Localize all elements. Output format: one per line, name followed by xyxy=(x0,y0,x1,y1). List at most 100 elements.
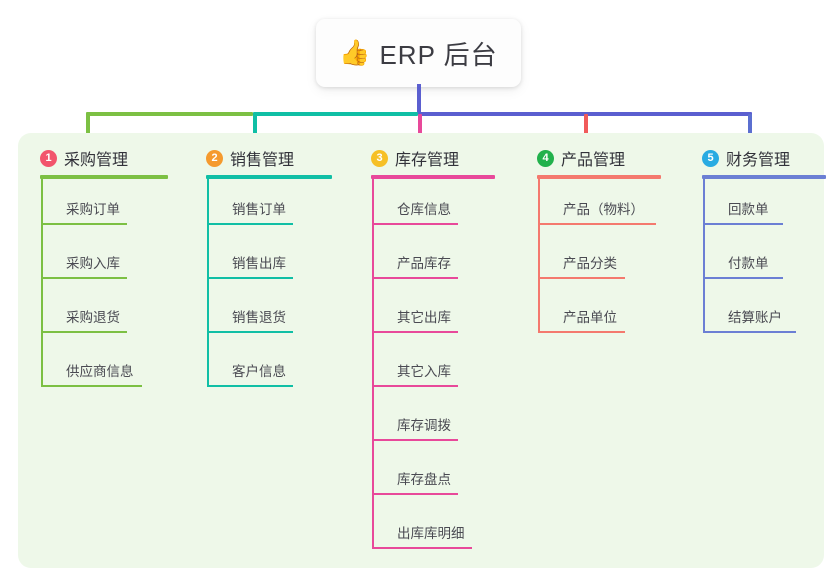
leaf-item[interactable]: 销售出库 xyxy=(206,249,298,279)
leaf-item[interactable]: 产品分类 xyxy=(537,249,630,279)
leaf-item[interactable]: 结算账户 xyxy=(702,303,801,333)
leaf-item[interactable]: 产品单位 xyxy=(537,303,630,333)
leaf-item-underline xyxy=(207,277,293,279)
leaf-item-underline xyxy=(41,331,127,333)
column-header-finance[interactable]: 5 财务管理 xyxy=(702,146,790,170)
leaf-item-label: 客户信息 xyxy=(232,364,286,379)
leaf-item-label: 产品库存 xyxy=(397,256,451,271)
leaf-item[interactable]: 其它入库 xyxy=(371,357,463,387)
leaf-item-underline xyxy=(207,385,293,387)
leaf-item-label: 结算账户 xyxy=(728,310,782,325)
column-badge-finance: 5 xyxy=(702,149,719,167)
drop-finance xyxy=(748,114,752,148)
column-underline-inventory xyxy=(371,175,495,179)
leaf-item-label: 销售退货 xyxy=(232,310,286,325)
column-spine-purchase xyxy=(41,178,43,387)
root-title: ERP 后台 xyxy=(379,39,498,70)
drop-sales xyxy=(253,114,257,148)
leaf-item[interactable]: 库存盘点 xyxy=(371,465,463,495)
leaf-item-underline xyxy=(41,385,142,387)
drop-purchase xyxy=(86,114,90,148)
leaf-item[interactable]: 产品（物料） xyxy=(537,195,661,225)
leaf-item[interactable]: 出库库明细 xyxy=(371,519,477,549)
bus-green xyxy=(86,112,253,116)
column-title-product: 产品管理 xyxy=(561,152,626,169)
leaf-item[interactable]: 采购订单 xyxy=(40,195,132,225)
column-underline-product xyxy=(537,175,661,179)
leaf-item-label: 采购入库 xyxy=(66,256,120,271)
thumbs-up-icon: 👍 xyxy=(339,38,371,67)
column-spine-product xyxy=(538,178,540,333)
leaf-item[interactable]: 其它出库 xyxy=(371,303,463,333)
column-badge-sales: 2 xyxy=(206,149,223,167)
leaf-item[interactable]: 库存调拨 xyxy=(371,411,463,441)
leaf-item[interactable]: 销售订单 xyxy=(206,195,298,225)
leaf-item-label: 产品单位 xyxy=(563,310,617,325)
leaf-item-label: 销售订单 xyxy=(232,202,286,217)
leaf-item-underline xyxy=(372,223,458,225)
leaf-item-underline xyxy=(207,223,293,225)
leaf-item[interactable]: 供应商信息 xyxy=(40,357,147,387)
leaf-item-underline xyxy=(372,493,458,495)
leaf-item-label: 采购订单 xyxy=(66,202,120,217)
leaf-item-label: 仓库信息 xyxy=(397,202,451,217)
leaf-item-label: 回款单 xyxy=(728,202,769,217)
root-node[interactable]: 👍 ERP 后台 xyxy=(316,19,521,87)
leaf-item-label: 其它出库 xyxy=(397,310,451,325)
leaf-item[interactable]: 回款单 xyxy=(702,195,788,225)
column-badge-product: 4 xyxy=(537,149,554,167)
leaf-item-label: 库存调拨 xyxy=(397,418,451,433)
column-underline-sales xyxy=(206,175,332,179)
column-header-purchase[interactable]: 1 采购管理 xyxy=(40,146,128,170)
column-title-inventory: 库存管理 xyxy=(395,152,460,169)
column-title-purchase: 采购管理 xyxy=(64,152,129,169)
column-header-product[interactable]: 4 产品管理 xyxy=(537,146,625,170)
root-stem-connector xyxy=(417,84,421,114)
bus-teal xyxy=(253,112,418,116)
drop-inventory xyxy=(418,114,422,148)
column-spine-sales xyxy=(207,178,209,387)
column-spine-inventory xyxy=(372,178,374,549)
column-spine-finance xyxy=(703,178,705,333)
drop-product xyxy=(584,114,588,148)
leaf-item-label: 产品分类 xyxy=(563,256,617,271)
column-badge-inventory: 3 xyxy=(371,149,388,167)
leaf-item-underline xyxy=(372,547,472,549)
column-badge-purchase: 1 xyxy=(40,149,57,167)
leaf-item-underline xyxy=(41,223,127,225)
leaf-item-underline xyxy=(372,331,458,333)
leaf-item-underline xyxy=(41,277,127,279)
branches-panel: 1 采购管理采购订单采购入库采购退货供应商信息 2 销售管理销售订单销售出库销售退货客… xyxy=(18,133,826,568)
leaf-item-underline xyxy=(372,439,458,441)
leaf-item[interactable]: 付款单 xyxy=(702,249,788,279)
leaf-item-label: 采购退货 xyxy=(66,310,120,325)
leaf-item-underline xyxy=(207,331,293,333)
leaf-item-underline xyxy=(703,331,796,333)
leaf-item[interactable]: 采购退货 xyxy=(40,303,132,333)
leaf-item-underline xyxy=(538,223,656,225)
column-title-sales: 销售管理 xyxy=(230,152,295,169)
leaf-item-underline xyxy=(372,277,458,279)
leaf-item[interactable]: 采购入库 xyxy=(40,249,132,279)
column-underline-finance xyxy=(702,175,826,179)
leaf-item-label: 销售出库 xyxy=(232,256,286,271)
leaf-item[interactable]: 产品库存 xyxy=(371,249,463,279)
leaf-item-label: 产品（物料） xyxy=(563,202,644,217)
leaf-item[interactable]: 客户信息 xyxy=(206,357,298,387)
leaf-item-label: 供应商信息 xyxy=(66,364,134,379)
leaf-item[interactable]: 销售退货 xyxy=(206,303,298,333)
leaf-item-label: 其它入库 xyxy=(397,364,451,379)
leaf-item[interactable]: 仓库信息 xyxy=(371,195,463,225)
column-underline-purchase xyxy=(40,175,168,179)
leaf-item-underline xyxy=(703,277,783,279)
leaf-item-underline xyxy=(703,223,783,225)
leaf-item-underline xyxy=(538,277,625,279)
leaf-item-label: 库存盘点 xyxy=(397,472,451,487)
leaf-item-underline xyxy=(372,385,458,387)
column-title-finance: 财务管理 xyxy=(726,152,791,169)
leaf-item-underline xyxy=(538,331,625,333)
column-header-sales[interactable]: 2 销售管理 xyxy=(206,146,294,170)
leaf-item-label: 付款单 xyxy=(728,256,769,271)
column-header-inventory[interactable]: 3 库存管理 xyxy=(371,146,459,170)
